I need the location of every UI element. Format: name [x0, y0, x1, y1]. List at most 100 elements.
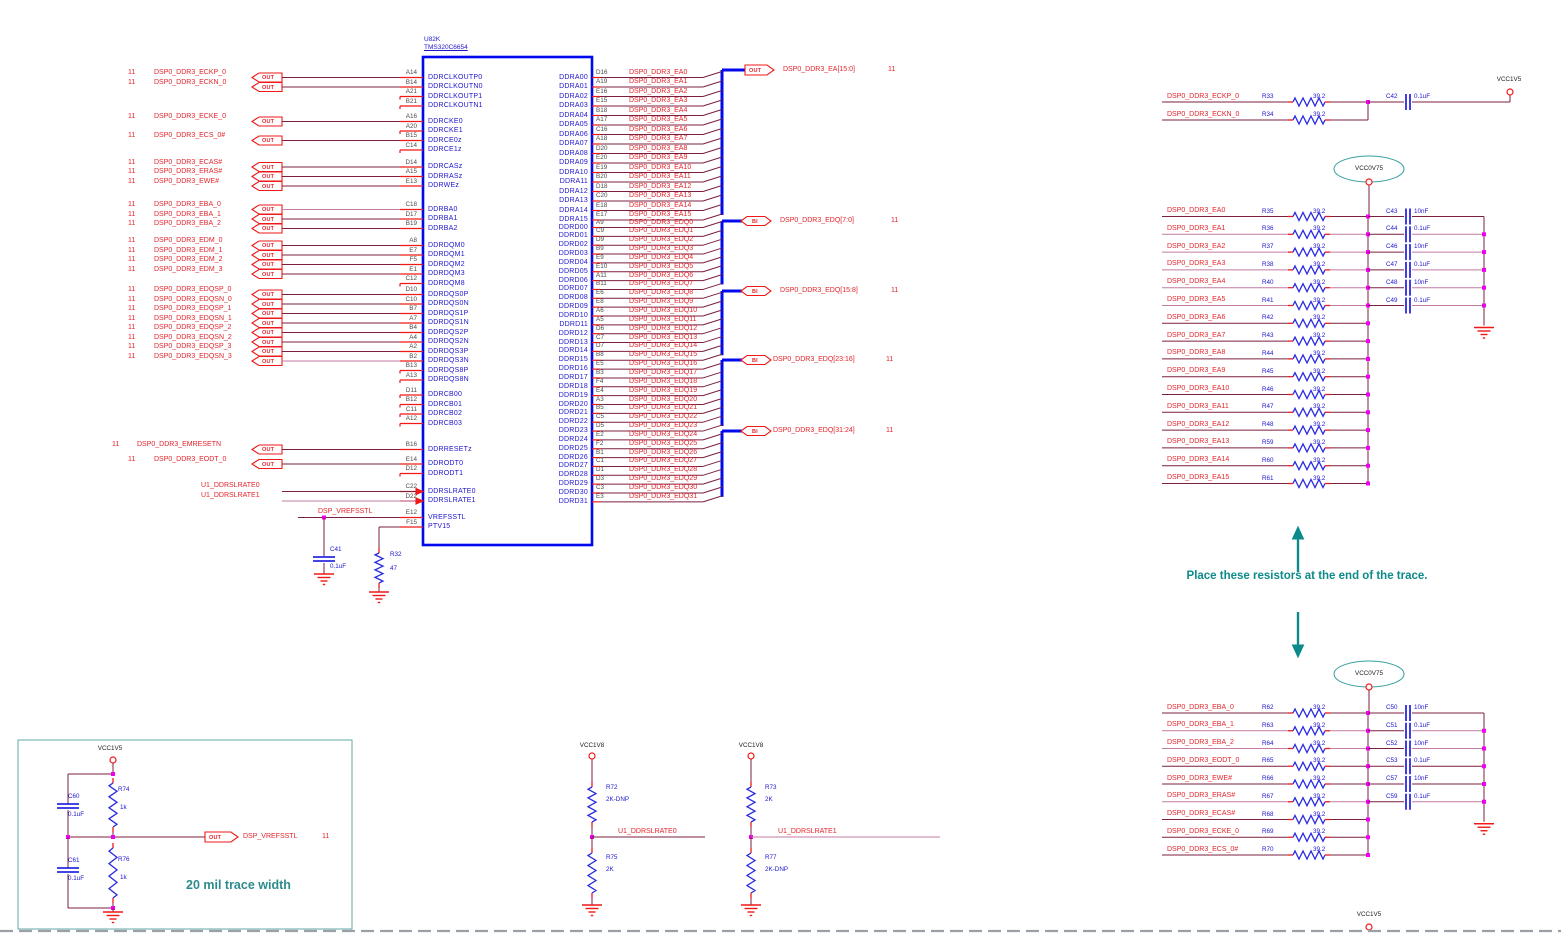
pin-number: D3: [596, 475, 605, 483]
pin-name: DDRD04: [558, 258, 588, 266]
pin-number: D11: [405, 386, 417, 394]
net-label: DSP0_DDR3_ECAS#: [1167, 810, 1236, 817]
page-ref: 11: [128, 132, 136, 139]
page-ref: 11: [128, 78, 136, 86]
resistor-ref: R45: [1262, 367, 1274, 375]
page-ref: 11: [128, 158, 136, 166]
capacitor-value: 0.1uF: [1414, 792, 1431, 800]
pin-number: A5: [596, 315, 604, 323]
bus-label: DSP0_DDR3_EDQ[23:16]: [773, 356, 855, 363]
pin-name: DDRSLRATE0: [428, 487, 476, 495]
pin-number: D5: [596, 422, 605, 430]
net-label: DSP0_DDR3_EDM_2: [154, 256, 223, 263]
capacitor-ref: C42: [1386, 93, 1398, 100]
pin-number: A19: [596, 78, 608, 85]
page-ref: 11: [128, 265, 136, 273]
pin-number: E13: [405, 177, 417, 185]
pin-name: DDRD07: [558, 285, 588, 293]
net-label: DSP0_DDR3_EA13: [629, 192, 692, 199]
pin-name: DDRA07: [559, 140, 588, 147]
page-ref: 11: [886, 356, 894, 363]
net-label: DSP0_DDR3_EDQ29: [629, 475, 698, 483]
pin-number: D14: [405, 158, 417, 166]
pin-name: DDRDQS2P: [428, 328, 469, 336]
pin-number: A17: [596, 116, 608, 123]
pin-name: DDRDQM2: [428, 260, 465, 268]
net-label: DSP0_DDR3_ERAS#: [1167, 792, 1236, 800]
pin-name: DDRD05: [558, 267, 588, 275]
pin-number: A16: [405, 113, 417, 120]
power-net-label: VCC1V8: [738, 742, 764, 749]
capacitor-value: 0.1uF: [1414, 93, 1431, 100]
page-ref: 11: [128, 256, 136, 263]
page-ref: 11: [112, 441, 120, 448]
resistor-ref: R62: [1262, 704, 1274, 711]
pin-number: B5: [596, 404, 604, 412]
pin-number: C5: [596, 413, 605, 421]
pin-name: DDRCB00: [428, 391, 463, 398]
resistor-ref: R69: [1262, 828, 1274, 836]
pin-name: DDRD15: [558, 356, 588, 364]
pin-name: DDRD28: [558, 471, 588, 479]
ic-refdes: U82K: [424, 36, 441, 43]
bi-port: BI: [752, 218, 758, 225]
pin-number: B14: [405, 78, 417, 86]
net-label: DSP0_DDR3_EWE#: [154, 177, 219, 185]
pin-number: E3: [596, 492, 604, 500]
net-label: DSP0_DDR3_EDQ21: [629, 404, 698, 412]
net-label: DSP_VREFSSTL: [318, 508, 373, 515]
net-label: DSP0_DDR3_EDQ3: [629, 245, 694, 253]
net-label: DSP0_DDR3_EBA_1: [1167, 721, 1234, 729]
net-label: DSP0_DDR3_EDQ2: [629, 236, 694, 244]
pin-number: E17: [596, 211, 608, 218]
pin-name: DDRBA0: [428, 205, 458, 213]
page-ref: 11: [128, 455, 136, 463]
resistor-value: 39.2: [1313, 260, 1326, 268]
net-label: DSP0_DDR3_EBA_1: [154, 210, 221, 218]
page-ref: 11: [128, 69, 136, 76]
net-label: DSP0_DDR3_ECKE_0: [1167, 827, 1239, 835]
net-label: DSP0_DDR3_EA15: [1167, 474, 1230, 481]
out-port: OUT: [262, 358, 275, 365]
net-label: DSP0_DDR3_EA2: [1167, 242, 1226, 250]
pin-name: DDRSLRATE1: [428, 497, 476, 504]
pin-name: DDRD17: [558, 373, 588, 381]
pin-name: DDRDQS1P: [428, 309, 469, 317]
net-label: DSP0_DDR3_EDQ15: [629, 351, 698, 359]
page-ref: 11: [322, 833, 330, 840]
pin-name: DDRD13: [558, 338, 588, 346]
resistor-ref: R67: [1262, 792, 1274, 800]
pin-name: DDRD19: [558, 391, 588, 399]
pin-name: DDRA04: [559, 111, 588, 119]
net-label: DSP0_DDR3_EBA_0: [154, 201, 221, 208]
pin-name: DDRCB01: [428, 400, 463, 408]
net-label: DSP0_DDR3_EA1: [1167, 224, 1226, 232]
pin-number: B20: [596, 173, 608, 180]
capacitor-ref: C41: [330, 546, 342, 553]
pin-name: DDRD31: [558, 497, 588, 505]
net-label: DSP0_DDR3_EA4: [1167, 278, 1226, 286]
power-net-label: VCC0V75: [1354, 670, 1384, 677]
net-label: DSP0_DDR3_EA6: [1167, 313, 1226, 321]
net-label: DSP0_DDR3_EWE#: [1167, 774, 1232, 782]
net-label: DSP0_DDR3_EDQ11: [629, 315, 697, 323]
net-label: DSP0_DDR3_EDQ16: [629, 360, 698, 368]
bi-port: BI: [752, 357, 758, 364]
capacitor-value: 0.1uF: [68, 811, 85, 818]
net-label: DSP0_DDR3_EA15: [629, 211, 692, 218]
out-port: OUT: [262, 183, 275, 190]
resistor-value: 39.2: [1313, 828, 1326, 836]
net-label: DSP0_DDR3_EDQ31: [629, 492, 698, 500]
net-label: DSP0_DDR3_EA8: [1167, 349, 1226, 357]
net-label: DSP0_DDR3_EDQ25: [629, 439, 698, 447]
pin-number: B3: [596, 368, 604, 376]
pin-number: A3: [596, 395, 604, 403]
page-ref: 11: [128, 352, 136, 360]
pin-number: B21: [405, 97, 417, 105]
pin-number: E18: [596, 201, 608, 209]
resistor-value: 39.2: [1313, 792, 1326, 800]
resistor-value: 39.2: [1313, 332, 1326, 340]
out-port: OUT: [262, 339, 275, 346]
pin-number: A21: [405, 88, 417, 95]
capacitor-value: 0.1uF: [1414, 225, 1431, 233]
